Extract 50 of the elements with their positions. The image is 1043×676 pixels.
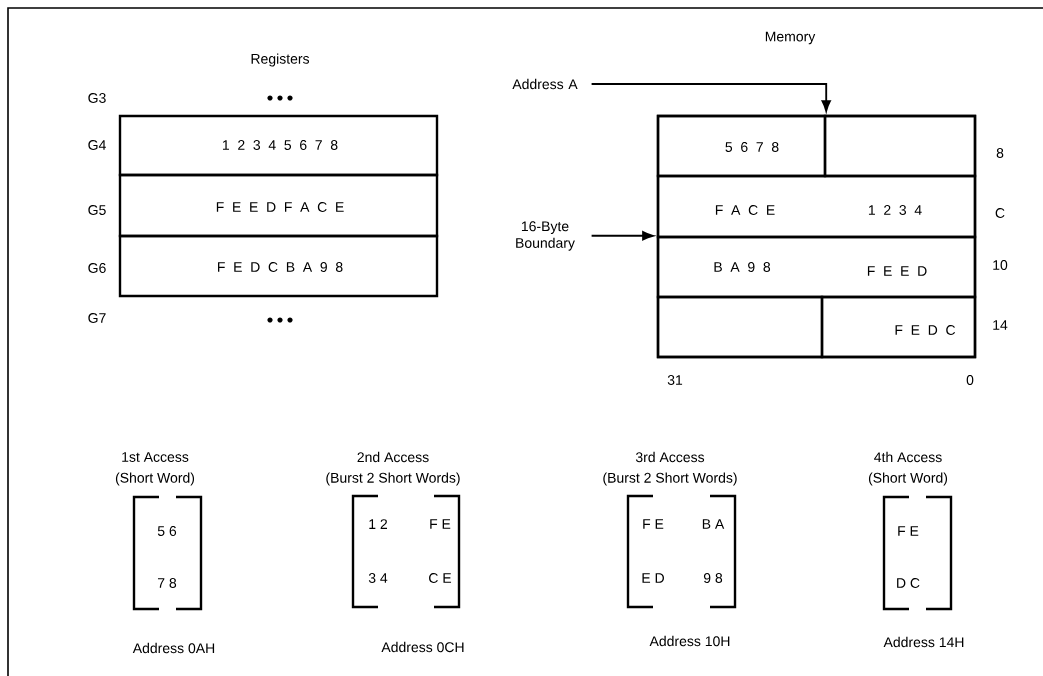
address-offset: 10 [993, 260, 1008, 270]
register-name: G6 [88, 263, 106, 273]
address-label: Address 10H [649, 635, 730, 647]
byte-value: C E [429, 573, 452, 583]
register-name: G3 [88, 93, 106, 103]
pointer-label: 16-Byte Boundary [516, 221, 575, 251]
access-type: (Short Word) [868, 472, 948, 486]
register-row: F E D C B A 9 8 [118, 234, 439, 298]
register-name: G5 [88, 205, 106, 215]
access-heading: 1st Access [122, 452, 189, 462]
register-row: F E E D F A C E [118, 173, 439, 238]
byte-value: D C [897, 578, 920, 588]
arrow [590, 83, 831, 112]
heading: Registers [251, 53, 310, 67]
address-label: Address 0CH [381, 641, 464, 653]
register-name: G4 [88, 140, 106, 150]
address-offset: 14 [993, 320, 1008, 330]
byte-value: 5 6 [157, 526, 177, 536]
memory-cell [656, 295, 824, 359]
access-heading: 2nd Access [357, 451, 429, 463]
byte-value: E D [642, 573, 664, 583]
address-label: Address 0AH [132, 642, 215, 654]
register-row: 1 2 3 4 5 6 7 8 [118, 114, 439, 177]
access-type: (Burst 2 Short Words) [603, 472, 737, 486]
bit-number: 31 [667, 375, 683, 385]
pointer-label: Address A [512, 78, 578, 90]
memory-cell: 5 6 7 8 [656, 114, 827, 178]
memory-cell: F E D C [820, 295, 977, 359]
byte-value: 1 2 [369, 519, 387, 529]
access-type: (Burst 2 Short Words) [326, 472, 460, 486]
byte-value: 9 8 [703, 573, 723, 583]
bit-number: 0 [966, 375, 974, 385]
memory-cell: F A C E 1 2 3 4 [656, 174, 977, 239]
byte-value: 3 4 [368, 573, 388, 583]
register-name: G7 [88, 313, 106, 323]
address-offset: 8 [996, 148, 1004, 158]
access-type: (Short Word) [115, 472, 195, 486]
access-heading: 3rd Access [635, 451, 705, 463]
memory-cell [823, 114, 977, 178]
byte-value: F E [643, 519, 664, 529]
address-offset: C [995, 208, 1005, 218]
heading: Memory [765, 31, 816, 45]
byte-value: F E [430, 519, 451, 529]
byte-value: 7 8 [158, 578, 177, 588]
access-heading: 4th Access [874, 451, 942, 463]
arrow [590, 231, 654, 241]
address-label: Address 14H [883, 636, 964, 648]
memory-cell: B A 9 8 F E E D [656, 235, 977, 299]
byte-value: B A [702, 519, 725, 529]
byte-value: F E [898, 526, 919, 536]
